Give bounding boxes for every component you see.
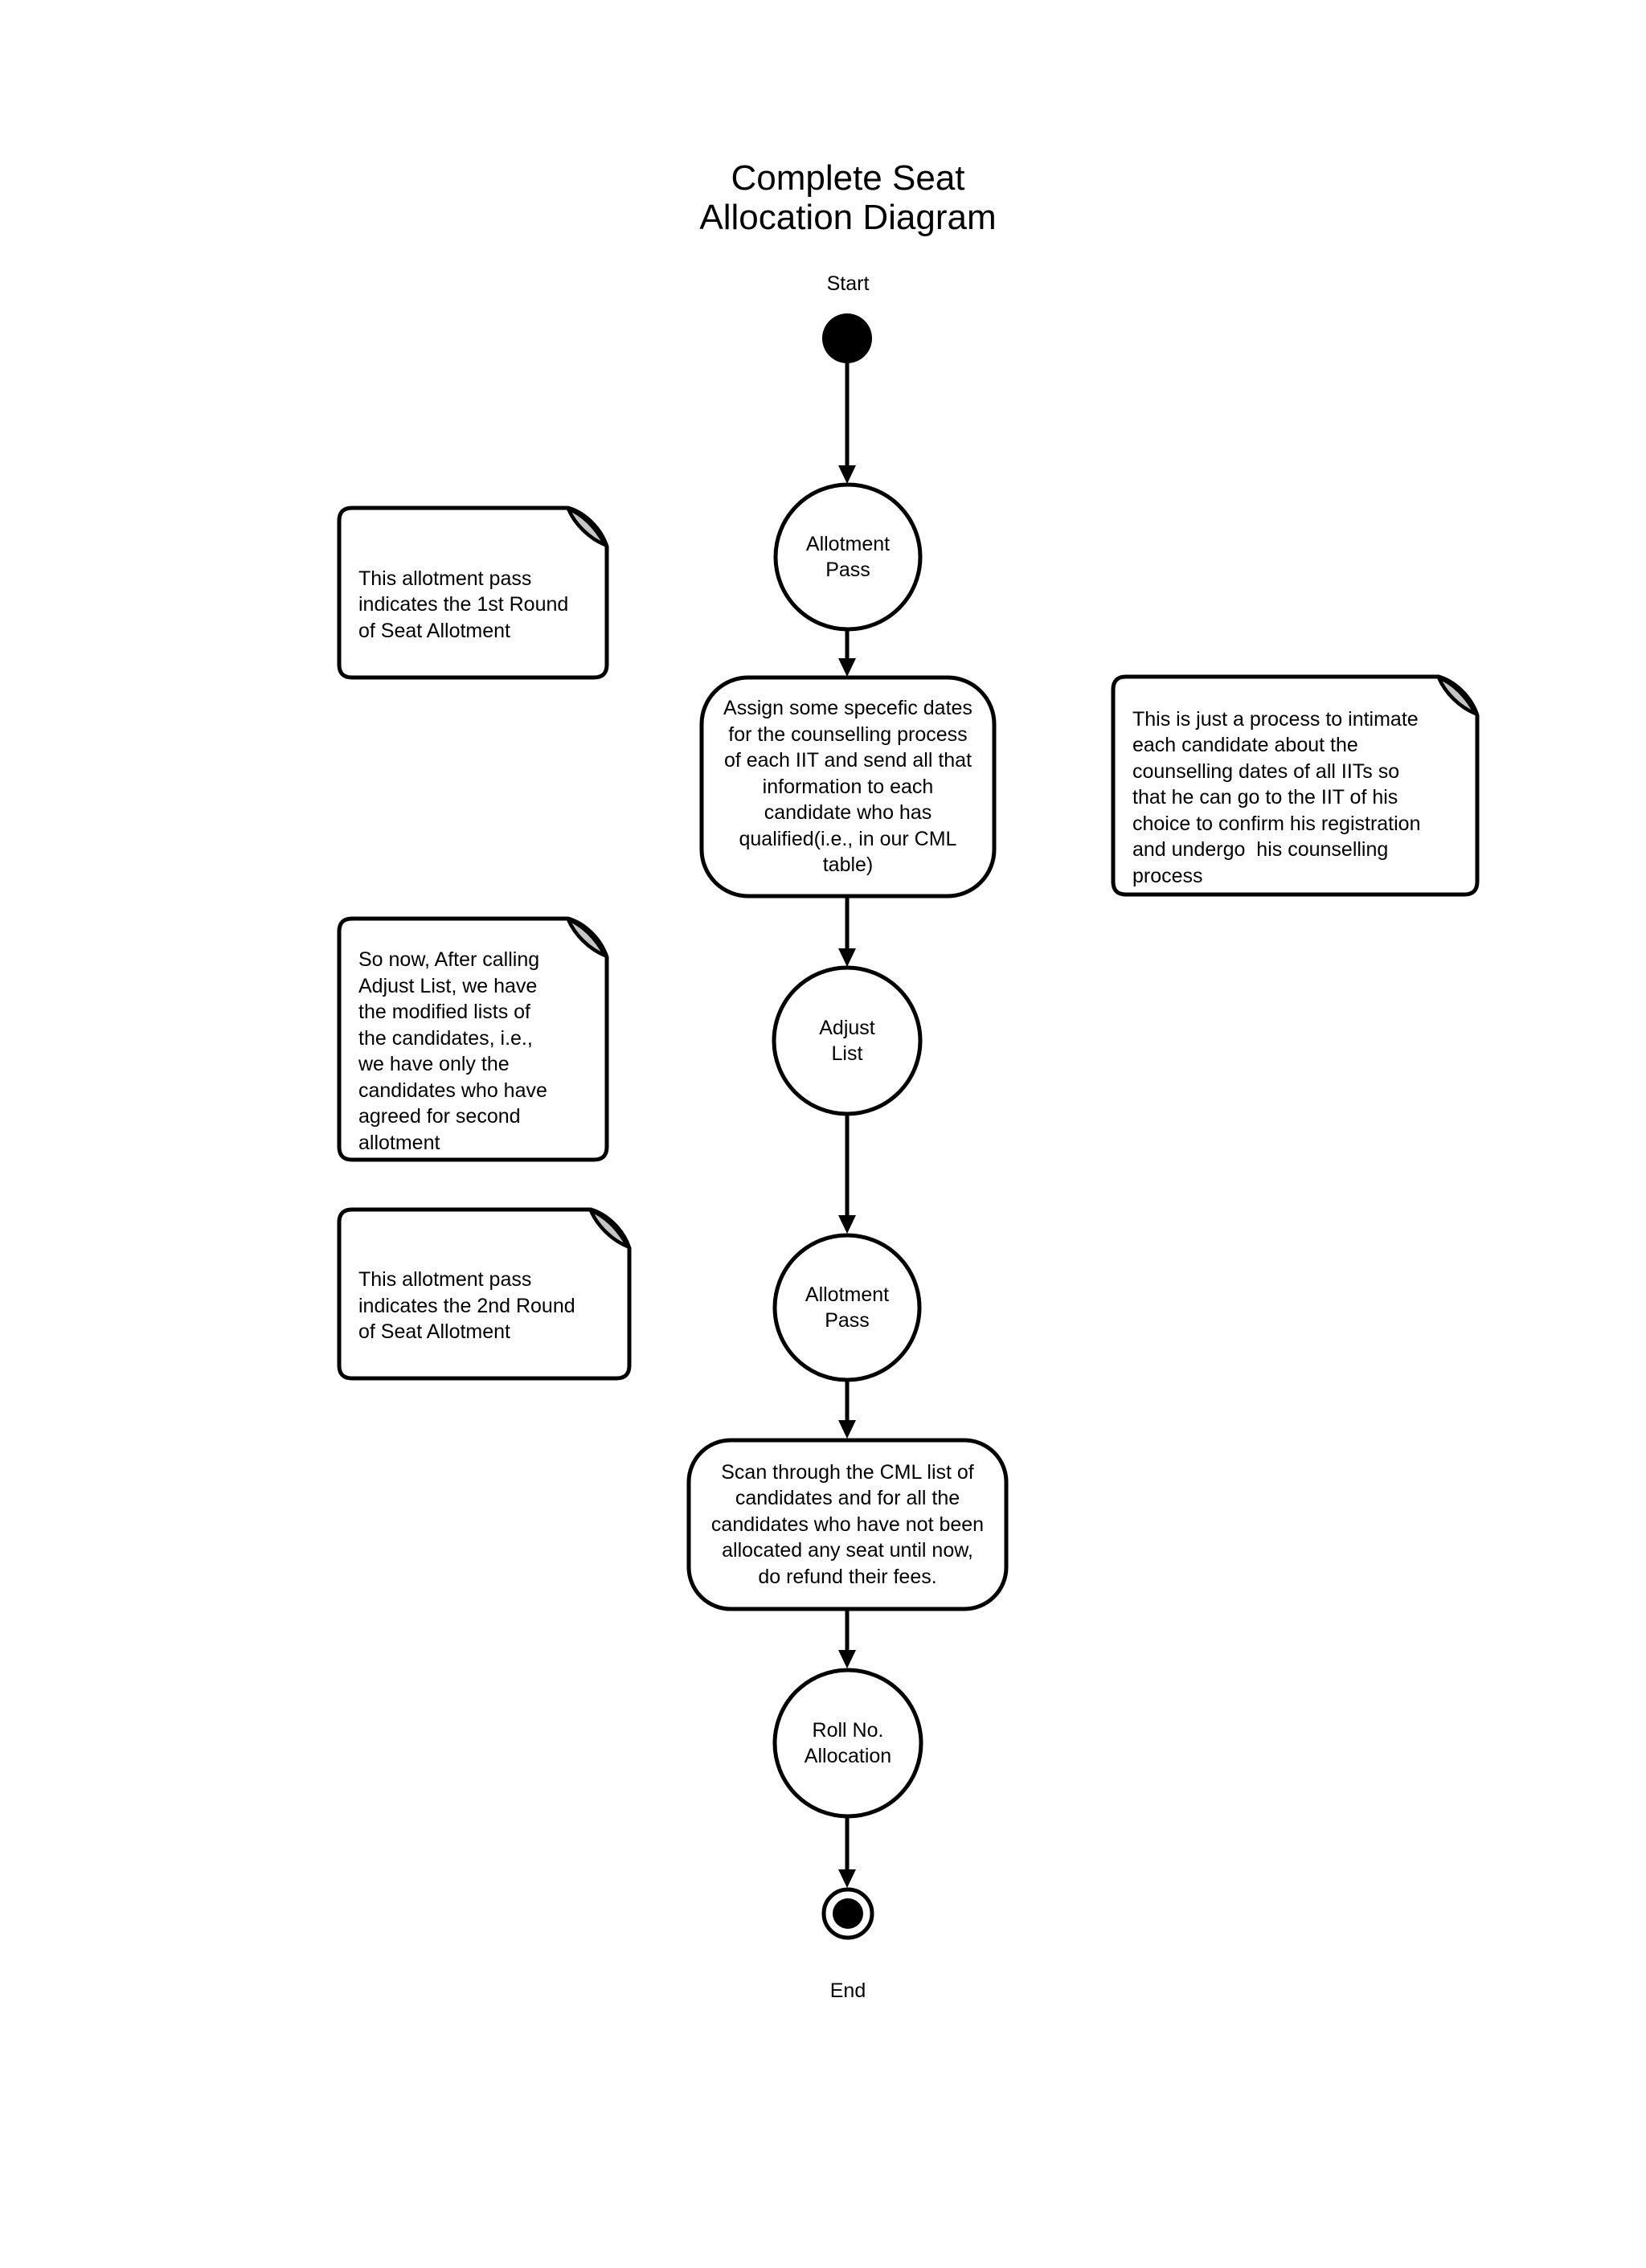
activity-label-refund-fees-scan: Scan through the CML list of candidates … xyxy=(710,1460,985,1588)
note-fold-corner-icon xyxy=(588,1208,630,1249)
arrow-connector-5 xyxy=(838,1380,856,1439)
diagram-title: Complete Seat Allocation Diagram xyxy=(699,158,997,237)
arrow-connector-2 xyxy=(838,628,856,677)
note-2nd-round-text: This allotment pass indicates the 2nd Ro… xyxy=(358,1268,575,1344)
end-node xyxy=(821,1887,874,1940)
activity-label-allotment-pass-1: Allotment Pass xyxy=(805,532,891,582)
note-adjust-list-text: So now, After calling Adjust List, we ha… xyxy=(358,948,547,1154)
activity-label-assign-counselling-dates: Assign some specefic dates for the couns… xyxy=(723,697,972,877)
arrow-connector-6 xyxy=(838,1609,856,1668)
start-node xyxy=(822,313,872,363)
arrow-connector-1 xyxy=(838,363,856,484)
activity-label-adjust-list: Adjust List xyxy=(819,1016,875,1066)
note-adjust-list-shape xyxy=(337,916,609,1162)
note-fold-corner-icon xyxy=(566,917,608,958)
arrow-connector-3 xyxy=(838,895,856,967)
note-1st-round-shape xyxy=(337,506,609,680)
note-fold-corner-icon xyxy=(566,506,608,547)
arrow-connector-4 xyxy=(838,1114,856,1234)
arrow-connector-7 xyxy=(838,1816,856,1888)
note-counselling-intimation-text: This is just a process to intimate each … xyxy=(1132,707,1421,887)
note-fold-corner-icon xyxy=(1436,675,1478,716)
end-label: End xyxy=(829,1979,866,2002)
note-1st-round-text: This allotment pass indicates the 1st Ro… xyxy=(358,567,569,642)
note-2nd-round-shape xyxy=(337,1207,632,1381)
start-label: Start xyxy=(826,272,870,295)
note-counselling-intimation-shape xyxy=(1111,674,1480,897)
activity-label-roll-no-allocation: Roll No. Allocation xyxy=(804,1718,892,1768)
activity-label-allotment-pass-2: Allotment Pass xyxy=(805,1283,890,1333)
